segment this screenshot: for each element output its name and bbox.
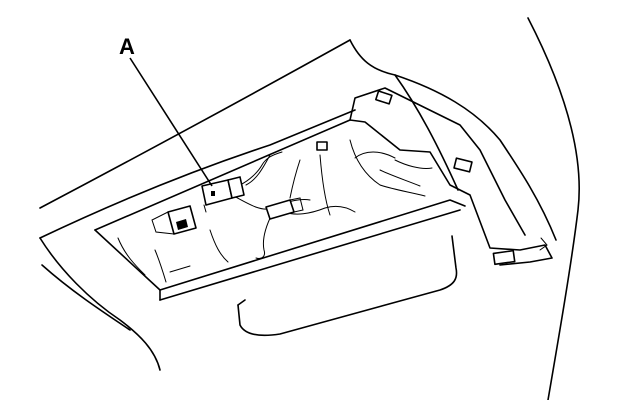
connector-a (201, 176, 245, 213)
dashboard-outline (39, 17, 580, 401)
glove-box-frame (94, 87, 553, 301)
connector-left (151, 205, 197, 235)
internal-components (117, 139, 433, 283)
wiring-harness (231, 151, 356, 259)
lower-tray (237, 235, 458, 337)
callout-leader-line (129, 57, 213, 187)
callout-label-a: A (119, 34, 135, 59)
clip-slots (316, 90, 548, 266)
connector-right (265, 197, 304, 220)
